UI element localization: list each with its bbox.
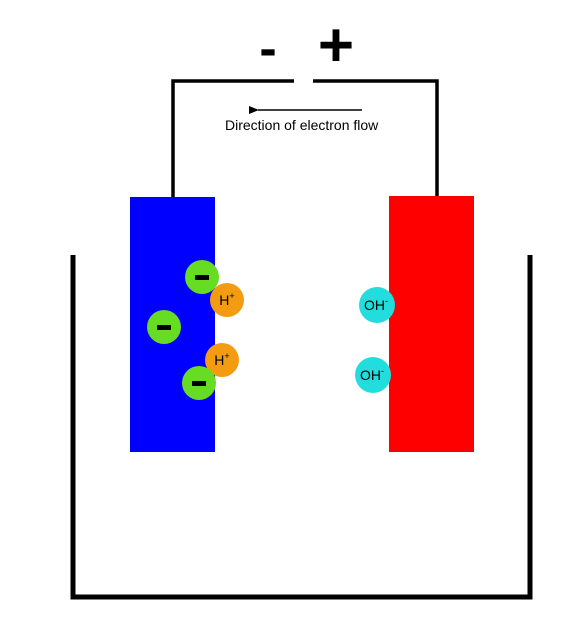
proton-ion: H+: [210, 283, 244, 317]
proton-symbol: H: [214, 352, 224, 368]
hydroxide-ion: OH-: [359, 287, 395, 323]
hydroxide-symbol: OH: [364, 297, 385, 313]
svg-text:OH-: OH-: [364, 296, 388, 313]
svg-text:OH-: OH-: [360, 366, 384, 383]
hydroxide-ion: OH-: [355, 357, 391, 393]
electron-particle: [147, 310, 181, 344]
proton-ion: H+: [205, 343, 239, 377]
electron-particle: [185, 260, 219, 294]
container: [70, 255, 533, 600]
positive-wire: [313, 79, 439, 197]
positive-terminal-sign: +: [318, 11, 354, 80]
proton-charge: +: [229, 291, 234, 301]
hydroxide-charge: -: [385, 296, 388, 306]
proton-symbol: H: [219, 292, 229, 308]
proton-charge: +: [224, 351, 229, 361]
negative-wire: [171, 79, 294, 197]
svg-text:H+: H+: [214, 351, 229, 368]
electron-particle: [182, 366, 216, 400]
hydroxide-charge: -: [381, 366, 384, 376]
hydroxide-symbol: OH: [360, 367, 381, 383]
svg-text:H+: H+: [219, 291, 234, 308]
anode-electrode: [389, 196, 474, 452]
electron-flow-label: Direction of electron flow: [225, 117, 379, 133]
negative-terminal-sign: -: [259, 20, 276, 78]
